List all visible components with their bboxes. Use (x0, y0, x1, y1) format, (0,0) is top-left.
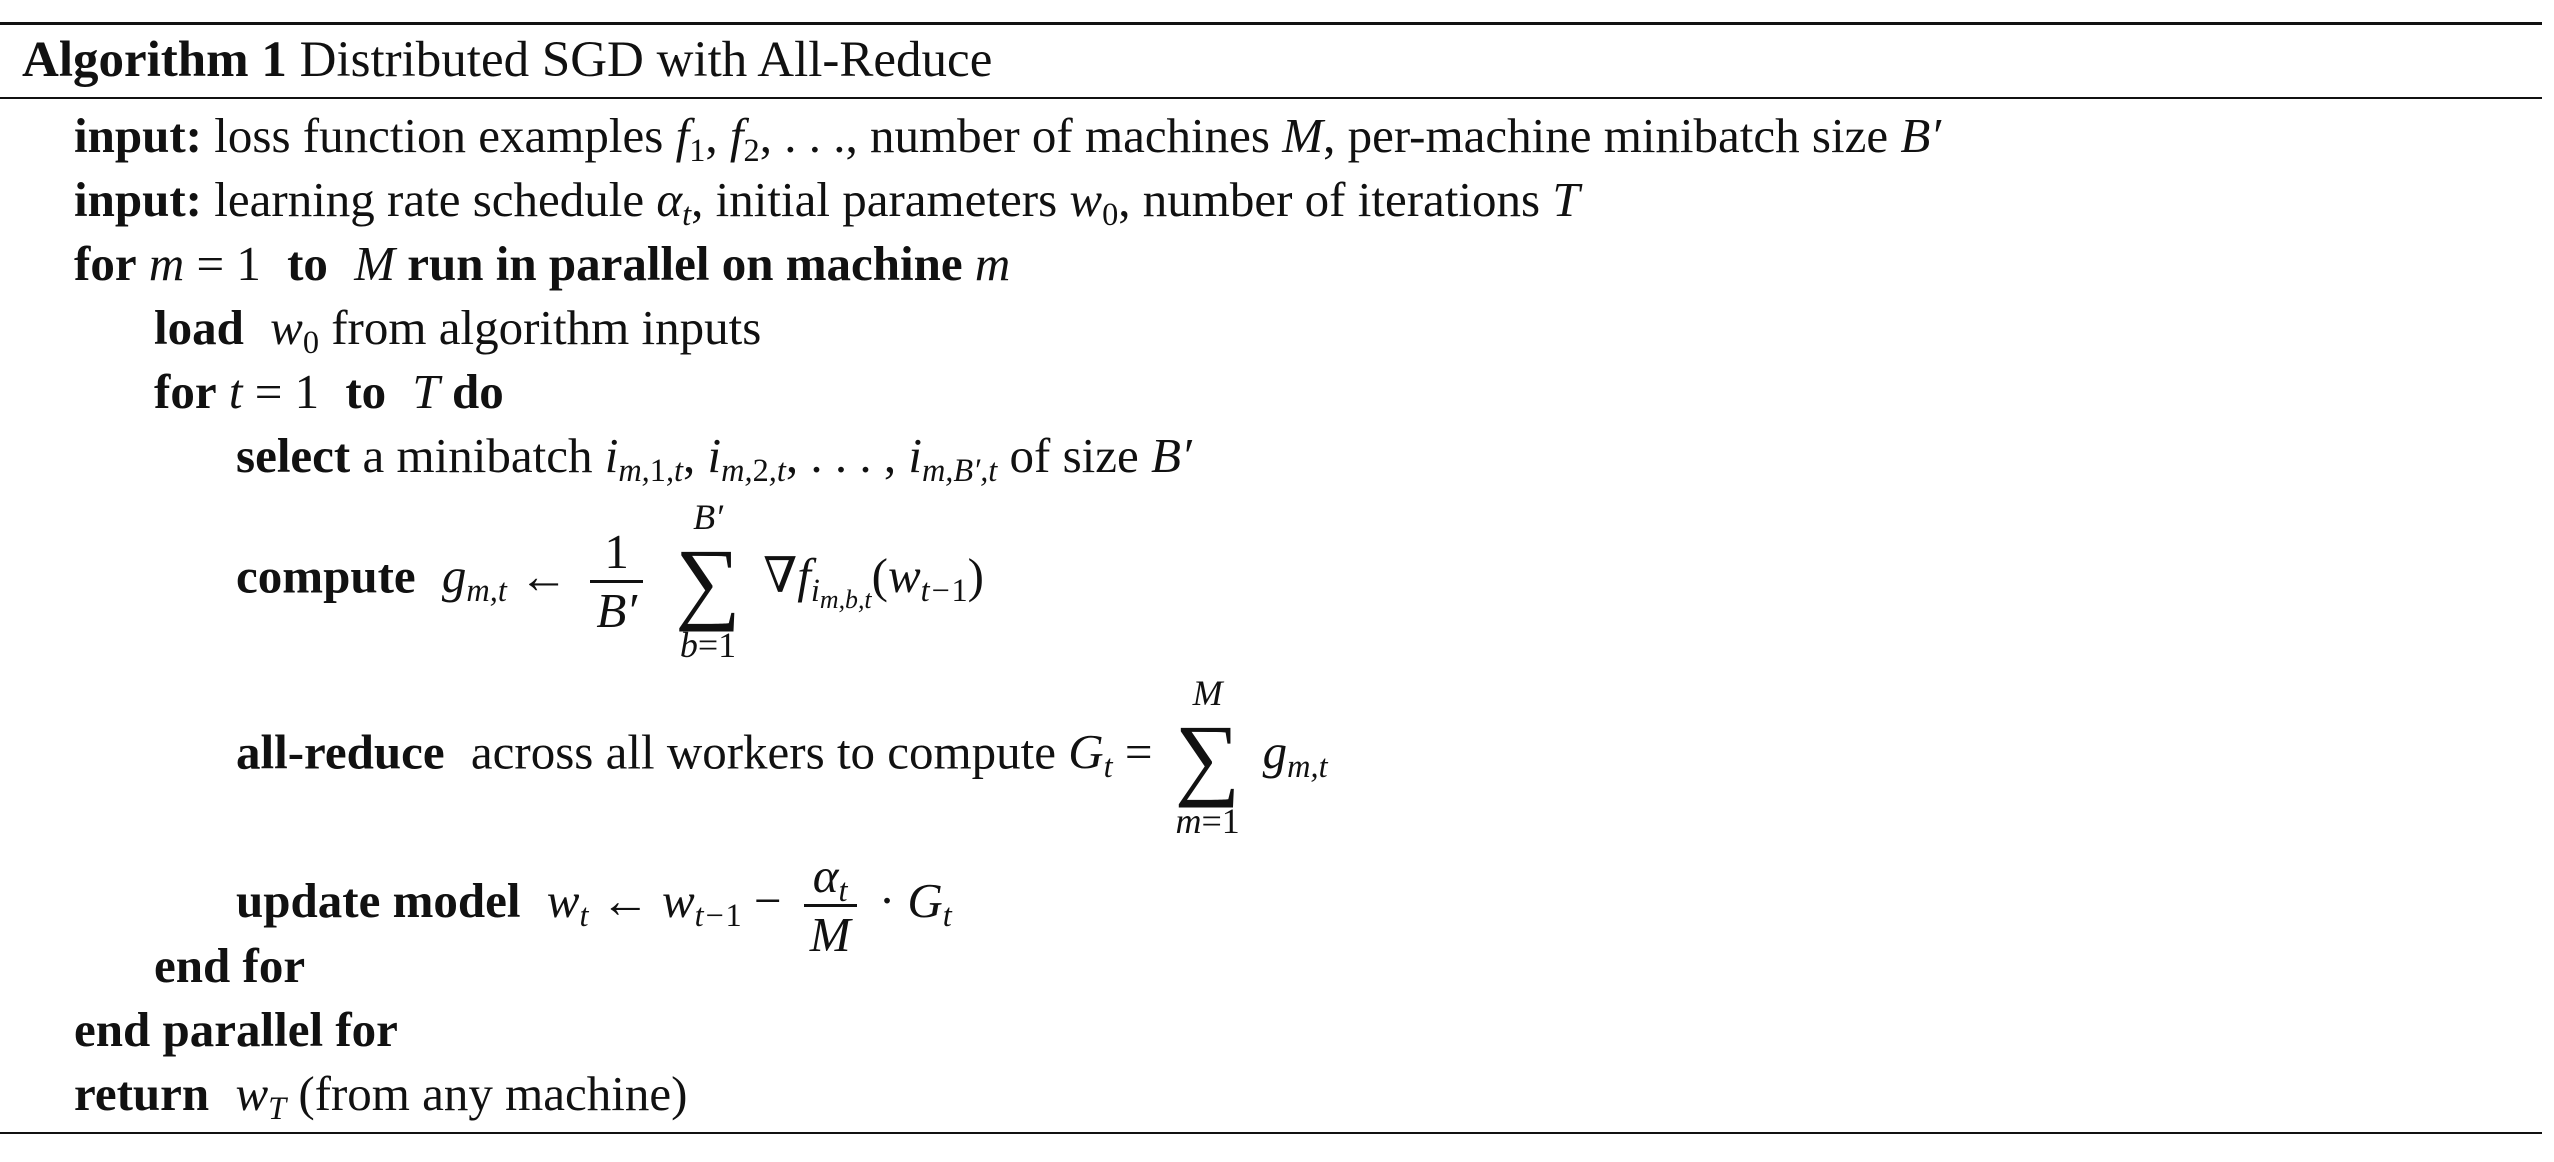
input-line-2: input: learning rate schedule αt, initia… (74, 172, 1580, 233)
input-line-1: input: loss function examples f1, f2, . … (74, 108, 1941, 169)
keyword-input: input: (74, 108, 203, 163)
keyword-return: return (74, 1066, 210, 1121)
math-expression: m (974, 236, 1011, 291)
keyword-for: for (154, 364, 217, 419)
for-iterations-line: for t = 1 to T do (154, 362, 504, 422)
math-expression: gm,t (1262, 724, 1328, 785)
keyword-input: input: (74, 172, 203, 227)
keyword-end-for: end for (154, 938, 306, 993)
top-rule (0, 22, 2542, 25)
math-expression: m = 1 (148, 236, 261, 291)
math-expression: w0 (1069, 172, 1119, 233)
all-reduce-text: across all workers to compute (470, 724, 1057, 780)
input-text: per-machine minibatch size (1347, 108, 1889, 163)
end-parallel-for-line: end parallel for (74, 1000, 398, 1060)
caption-rule (0, 97, 2542, 99)
math-expression: gm,t (441, 548, 507, 609)
math-expression: wt (546, 872, 589, 933)
caption-title: Distributed SGD with All-Reduce (299, 32, 993, 88)
caption-label: Algorithm 1 (22, 32, 287, 88)
input-text: number of iterations (1142, 172, 1541, 227)
math-expression: T (1552, 172, 1580, 227)
math-expression: B′ (1151, 428, 1192, 483)
keyword-for: for (74, 236, 137, 291)
input-text: loss function examples (214, 108, 664, 163)
compute-line: compute gm,t ← 1 B′ B′ ∑ b=1 ∇fim,b,t(wt… (236, 496, 984, 666)
keyword-to: to (345, 364, 387, 419)
summation: M ∑ m=1 (1174, 673, 1241, 841)
select-text: a minibatch (362, 428, 593, 483)
keyword-end-parallel-for: end parallel for (74, 1002, 398, 1057)
keyword-all-reduce: all-reduce (236, 724, 445, 780)
keyword-do: do (451, 364, 504, 419)
load-line: load w0 from algorithm inputs (154, 298, 761, 358)
math-expression: wt−1 − (661, 872, 782, 933)
all-reduce-line: all-reduce across all workers to compute… (236, 672, 1328, 842)
math-expression: · Gt (878, 872, 952, 933)
math-arrow: ← (600, 872, 650, 928)
math-expression: f1, f2, . . . (675, 108, 846, 169)
fraction: αt M (803, 848, 857, 963)
bottom-rule (0, 1132, 2542, 1134)
math-expression: T (412, 364, 440, 419)
keyword-load: load (154, 300, 244, 355)
select-text: of size (1009, 428, 1139, 483)
select-line: select a minibatch im,1,t, im,2,t, . . .… (236, 426, 1192, 486)
math-expression: B′ (1900, 108, 1941, 163)
input-text: initial parameters (715, 172, 1058, 227)
math-expression: Gt = (1068, 724, 1153, 785)
keyword-compute: compute (236, 548, 416, 604)
math-arrow: ← (519, 548, 569, 604)
math-expression: M (1282, 108, 1324, 163)
math-expression: im,1,t, im,2,t, . . . , im,B′,t (604, 428, 998, 489)
keyword-run-in-parallel: run in parallel on machine (407, 236, 963, 291)
input-text: learning rate schedule (214, 172, 645, 227)
keyword-update-model: update model (236, 872, 521, 928)
end-for-line: end for (154, 936, 305, 996)
update-model-line: update model wt ← wt−1 − αt M · Gt (236, 848, 952, 963)
for-parallel-line: for m = 1 to M run in parallel on machin… (74, 234, 1010, 294)
math-expression: wT (235, 1066, 287, 1127)
math-expression: M (354, 236, 396, 291)
load-text: from algorithm inputs (331, 300, 762, 355)
math-expression: w0 (270, 300, 319, 361)
math-expression: ∇fim,b,t(wt−1) (763, 548, 984, 615)
return-line: return wT (from any machine) (74, 1064, 687, 1124)
math-expression: αt (656, 172, 692, 233)
return-text: (from any machine) (298, 1066, 688, 1121)
input-text: number of machines (869, 108, 1270, 163)
fraction: 1 B′ (590, 524, 643, 639)
keyword-to: to (287, 236, 328, 291)
algorithm-caption: Algorithm 1 Distributed SGD with All-Red… (22, 30, 992, 90)
keyword-select: select (236, 428, 351, 483)
summation: B′ ∑ b=1 (675, 497, 741, 665)
math-expression: t = 1 (228, 364, 320, 419)
